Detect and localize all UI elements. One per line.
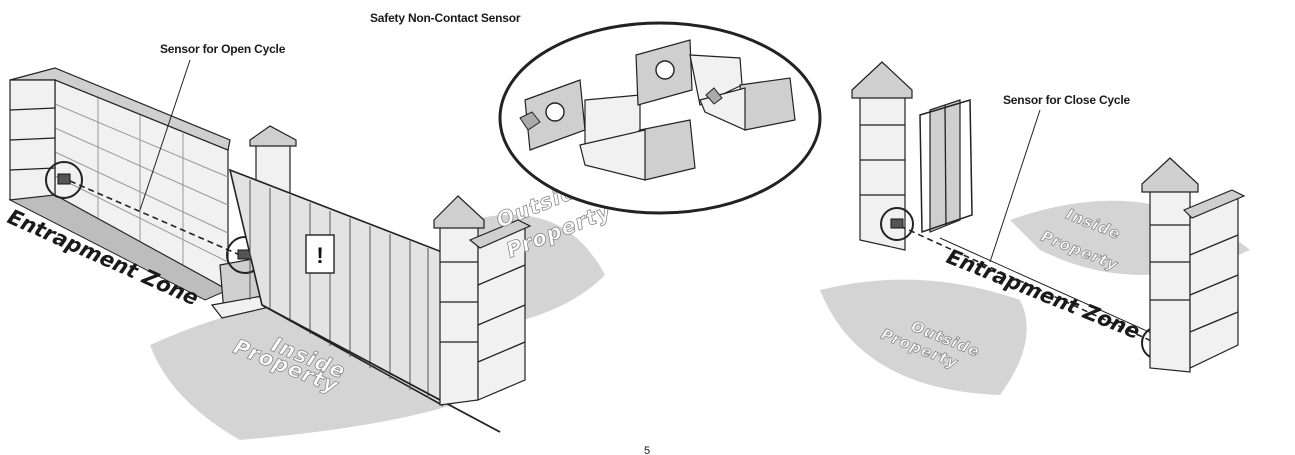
warning-symbol: !: [316, 243, 323, 268]
sensor-open-label: Sensor for Open Cycle: [160, 42, 286, 56]
left-inside-ground: [150, 300, 520, 440]
left-sensor-highlight-1: [45, 161, 83, 199]
left-front-pillar-cap: [433, 195, 485, 229]
sensor-icon: [237, 249, 251, 260]
sensor-icon: [890, 218, 904, 229]
safety-sensor-label: Safety Non-Contact Sensor: [370, 11, 521, 25]
right-beam: [899, 225, 1159, 345]
left-front-pillar: [439, 221, 479, 406]
right-right-pillar-cap: [1141, 157, 1199, 193]
right-gate-frame: [919, 98, 973, 234]
right-left-pillar-cap: [851, 61, 913, 99]
sensor-close-label: Sensor for Close Cycle: [1003, 93, 1131, 107]
warning-sign-icon: [305, 234, 335, 274]
sensor-icon: [57, 173, 71, 185]
right-side-wall: [1189, 194, 1239, 369]
right-beam-solid: [939, 237, 1159, 337]
gate-track: [261, 304, 501, 433]
left-callout-pointer: [139, 59, 191, 211]
left-wall-bricks: [54, 98, 229, 265]
left-side-wall-top: [468, 219, 532, 249]
right-right-pillar: [1149, 185, 1191, 373]
right-scene: Sensor for Close Cycle Entrapment Zone I…: [820, 61, 1250, 395]
right-callout-pointer: [989, 109, 1041, 263]
right-sensor-highlight-1: [880, 207, 914, 241]
page-number: 5: [644, 445, 650, 455]
left-beam: [69, 180, 241, 256]
right-outside-ground: [820, 279, 1027, 395]
right-side-wall-top: [1182, 189, 1246, 219]
sensor-closeup: Safety Non-Contact Sensor: [370, 11, 822, 215]
sensor-bracket-right: [635, 39, 796, 131]
left-back-pillar-cap: [249, 125, 297, 147]
sensor-bracket-left: [519, 79, 696, 181]
